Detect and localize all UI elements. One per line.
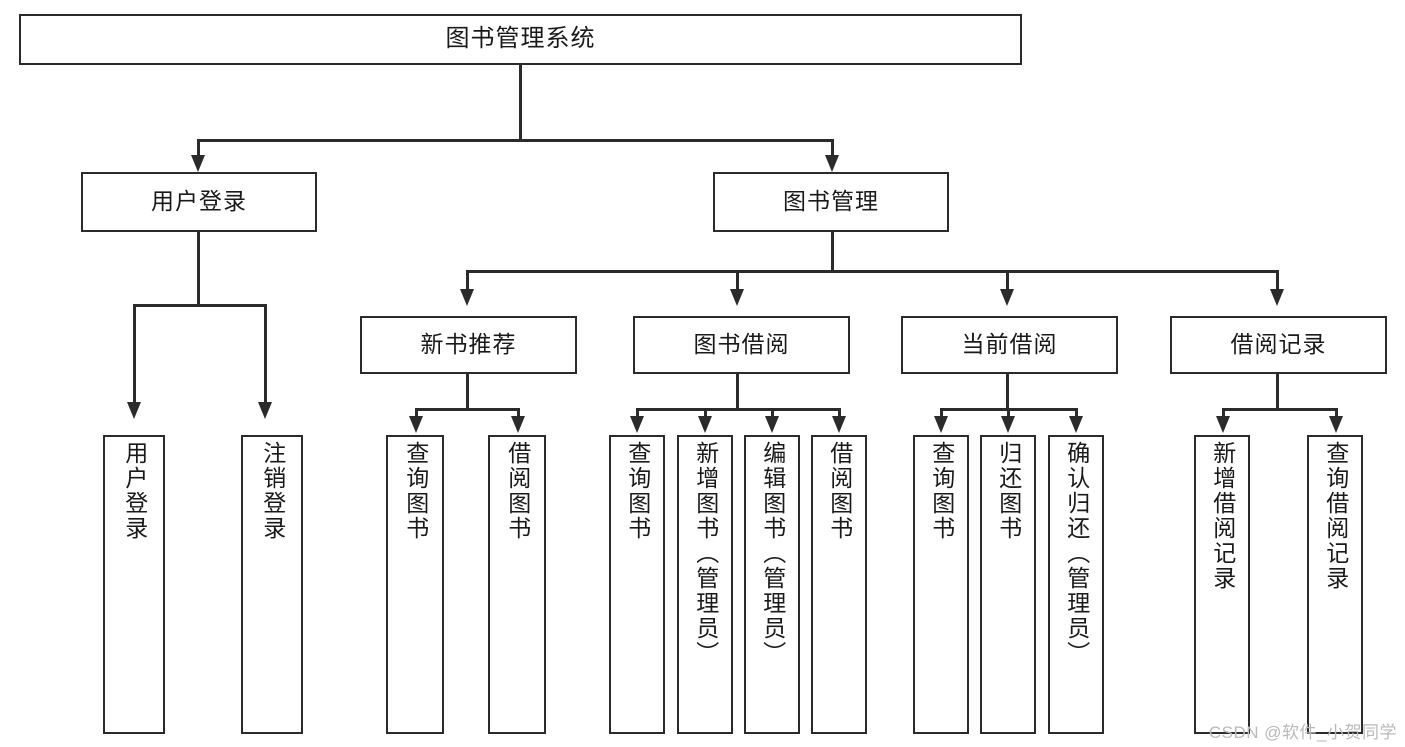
node-leaf-add-record-label: 新增借阅记录 xyxy=(1209,441,1236,591)
connector-bb-leaf-2 xyxy=(704,408,707,420)
node-borrow-record-label: 借阅记录 xyxy=(1230,331,1327,358)
arrow-leaf-query-book-1 xyxy=(409,416,423,433)
node-leaf-borrow-book-1[interactable]: 借阅图书 xyxy=(488,435,546,734)
node-leaf-borrow-book-2[interactable]: 借阅图书 xyxy=(811,435,867,734)
node-leaf-logout-label: 注销登录 xyxy=(259,441,286,541)
connector-bb-leaf-1 xyxy=(636,408,639,420)
connector-br-bus xyxy=(1222,408,1338,411)
node-leaf-edit-book-label: 编辑图书（管理员） xyxy=(759,441,786,666)
arrow-leaf-return-book xyxy=(1001,416,1015,433)
arrow-leaf-logout xyxy=(258,402,272,419)
connector-bm-to-borrow-record xyxy=(1276,270,1279,292)
node-leaf-add-record[interactable]: 新增借阅记录 xyxy=(1194,435,1250,734)
connector-br-leaf-1 xyxy=(1222,408,1225,420)
node-borrow-record[interactable]: 借阅记录 xyxy=(1170,316,1387,374)
connector-nbr-leaf-1 xyxy=(415,408,418,420)
node-leaf-user-login[interactable]: 用户登录 xyxy=(103,435,165,734)
arrow-leaf-edit-book xyxy=(765,416,779,433)
node-leaf-add-book[interactable]: 新增图书（管理员） xyxy=(677,435,733,734)
node-leaf-return-book[interactable]: 归还图书 xyxy=(980,435,1036,734)
node-leaf-query-book-1-label: 查询图书 xyxy=(402,441,429,541)
connector-bm-to-new-book xyxy=(466,270,469,292)
node-leaf-add-book-label: 新增图书（管理员） xyxy=(692,441,719,666)
connector-nbr-bus xyxy=(415,408,520,411)
node-leaf-confirm-return-label: 确认归还（管理员） xyxy=(1063,441,1090,666)
connector-bb-down xyxy=(736,374,739,410)
node-leaf-logout[interactable]: 注销登录 xyxy=(241,435,303,734)
node-user-login[interactable]: 用户登录 xyxy=(81,172,317,232)
node-leaf-query-book-1[interactable]: 查询图书 xyxy=(386,435,444,734)
node-leaf-borrow-book-1-label: 借阅图书 xyxy=(504,441,531,541)
node-leaf-query-book-3[interactable]: 查询图书 xyxy=(913,435,969,734)
connector-root-down xyxy=(519,65,522,141)
node-new-book-recommend[interactable]: 新书推荐 xyxy=(360,316,577,374)
watermark: CSDN @软件_小贺同学 xyxy=(1208,723,1397,742)
arrow-leaf-query-book-3 xyxy=(934,416,948,433)
connector-bb-leaf-3 xyxy=(771,408,774,420)
connector-book-management-bus xyxy=(466,270,1278,273)
node-new-book-recommend-label: 新书推荐 xyxy=(420,331,517,358)
node-leaf-return-book-label: 归还图书 xyxy=(995,441,1022,541)
arrow-user-login xyxy=(191,155,205,172)
node-leaf-confirm-return[interactable]: 确认归还（管理员） xyxy=(1048,435,1104,734)
connector-cb-down xyxy=(1006,374,1009,410)
arrow-leaf-borrow-book-1 xyxy=(511,416,525,433)
arrow-leaf-borrow-book-2 xyxy=(832,416,846,433)
node-leaf-query-record-label: 查询借阅记录 xyxy=(1322,441,1349,591)
connector-cb-leaf-1 xyxy=(940,408,943,420)
connector-user-login-down xyxy=(197,232,200,306)
node-current-borrow[interactable]: 当前借阅 xyxy=(901,316,1118,374)
arrow-new-book-recommend xyxy=(460,289,474,306)
arrow-borrow-record xyxy=(1270,289,1284,306)
node-leaf-query-book-2-label: 查询图书 xyxy=(624,441,651,541)
connector-user-login-bus xyxy=(133,304,267,307)
arrow-leaf-query-book-2 xyxy=(630,416,644,433)
node-book-borrow[interactable]: 图书借阅 xyxy=(633,316,850,374)
node-book-management[interactable]: 图书管理 xyxy=(713,172,949,232)
connector-root-to-book-management xyxy=(831,139,834,160)
connector-bb-bus xyxy=(636,408,840,411)
connector-user-login-leaf-2 xyxy=(264,304,267,405)
connector-br-leaf-2 xyxy=(1335,408,1338,420)
connector-bm-to-current-borrow xyxy=(1006,270,1009,292)
node-leaf-user-login-label: 用户登录 xyxy=(121,441,148,541)
arrow-leaf-query-record xyxy=(1329,416,1343,433)
connector-bm-to-book-borrow xyxy=(736,270,739,292)
node-root[interactable]: 图书管理系统 xyxy=(19,14,1022,65)
node-root-label: 图书管理系统 xyxy=(445,25,596,53)
node-current-borrow-label: 当前借阅 xyxy=(961,331,1058,358)
arrow-current-borrow xyxy=(1000,289,1014,306)
connector-root-to-user-login xyxy=(197,139,200,160)
node-book-management-label: 图书管理 xyxy=(783,188,879,215)
connector-user-login-leaf-1 xyxy=(133,304,136,405)
arrow-leaf-add-book xyxy=(698,416,712,433)
connector-nbr-down xyxy=(466,374,469,410)
arrow-leaf-add-record xyxy=(1216,416,1230,433)
connector-book-management-down xyxy=(831,232,834,272)
node-user-login-label: 用户登录 xyxy=(151,188,247,215)
node-leaf-query-book-3-label: 查询图书 xyxy=(928,441,955,541)
connector-nbr-leaf-2 xyxy=(517,408,520,420)
connector-cb-leaf-3 xyxy=(1075,408,1078,420)
connector-root-bus xyxy=(197,139,834,142)
connector-bb-leaf-4 xyxy=(838,408,841,420)
arrow-book-management xyxy=(825,155,839,172)
node-leaf-edit-book[interactable]: 编辑图书（管理员） xyxy=(744,435,800,734)
arrow-leaf-user-login xyxy=(127,402,141,419)
node-leaf-borrow-book-2-label: 借阅图书 xyxy=(826,441,853,541)
node-leaf-query-book-2[interactable]: 查询图书 xyxy=(609,435,665,734)
arrow-book-borrow xyxy=(730,289,744,306)
connector-br-down xyxy=(1276,374,1279,410)
node-book-borrow-label: 图书借阅 xyxy=(693,331,790,358)
arrow-leaf-confirm-return xyxy=(1069,416,1083,433)
node-leaf-query-record[interactable]: 查询借阅记录 xyxy=(1307,435,1363,734)
connector-cb-leaf-2 xyxy=(1007,408,1010,420)
